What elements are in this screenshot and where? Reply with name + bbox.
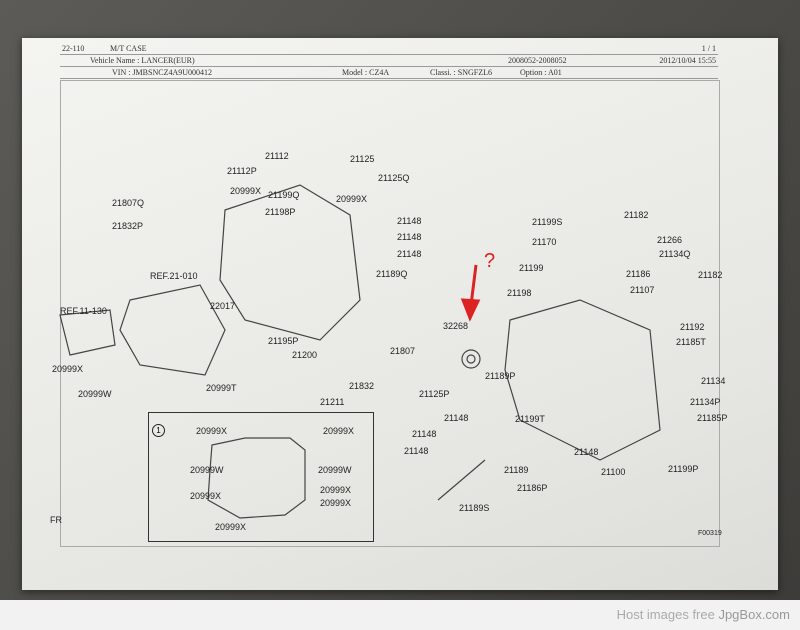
host-footer: Host images free JpgBox.com bbox=[0, 600, 800, 630]
part-label: 21199T bbox=[515, 414, 545, 424]
inset-label: 20999X bbox=[196, 426, 228, 436]
red-arrow-annotation bbox=[460, 264, 481, 322]
date-range: 2008052-2008052 bbox=[508, 56, 567, 65]
part-label: 21148 bbox=[397, 249, 422, 259]
detail-inset bbox=[148, 412, 374, 542]
part-label: 21134Q bbox=[659, 249, 691, 259]
part-label: 21807 bbox=[390, 346, 416, 356]
question-mark-annotation: ? bbox=[484, 250, 496, 272]
inset-label: 20999W bbox=[190, 465, 224, 475]
part-label: 21189S bbox=[459, 503, 490, 513]
part-label: 21200 bbox=[292, 350, 318, 360]
section-code: 22-110 bbox=[62, 44, 85, 53]
part-label: 21189P bbox=[485, 371, 516, 381]
model: Model : CZ4A bbox=[342, 68, 390, 77]
part-label: 21198 bbox=[507, 288, 532, 298]
part-label: 21148 bbox=[397, 232, 422, 242]
part-label: 21185P bbox=[697, 413, 728, 423]
part-label: 21199S bbox=[532, 217, 563, 227]
part-label: 20999T bbox=[206, 383, 237, 393]
inset-label: 20999W bbox=[318, 465, 352, 475]
inset-label: 20999X bbox=[215, 522, 247, 532]
part-label: 21125P bbox=[419, 389, 450, 399]
classification: Classi. : SNGFZL6 bbox=[430, 68, 493, 77]
part-label: 21189Q bbox=[376, 269, 408, 279]
vin: VIN : JMBSNCZ4A9U000412 bbox=[112, 68, 213, 77]
part-label: 21107 bbox=[630, 285, 655, 295]
part-label: 21148 bbox=[404, 446, 429, 456]
part-label-32268: 32268 bbox=[443, 321, 469, 331]
diagram-drawing bbox=[59, 184, 661, 519]
footer-text: Host images free bbox=[616, 607, 719, 622]
part-label: 20999W bbox=[78, 389, 112, 399]
part-label: 21182 bbox=[698, 270, 723, 280]
part-label: 21186P bbox=[517, 483, 548, 493]
oil-seal-shape bbox=[461, 349, 481, 369]
section-title: M/T CASE bbox=[110, 44, 147, 53]
part-label: 20999X bbox=[336, 194, 368, 204]
part-label: 21148 bbox=[397, 216, 422, 226]
part-label: 21192 bbox=[680, 322, 705, 332]
part-label: 21211 bbox=[320, 397, 345, 407]
part-label: 21148 bbox=[444, 413, 469, 423]
part-label: 21100 bbox=[601, 467, 626, 477]
front-direction-label: FR bbox=[50, 515, 62, 525]
shift-rod-shape bbox=[437, 459, 486, 501]
part-label: 21112P bbox=[227, 166, 257, 176]
part-label: 20999X bbox=[230, 186, 262, 196]
reference-label: REF.11-130 bbox=[60, 306, 107, 316]
part-label: 21134 bbox=[701, 376, 726, 386]
page-number: 1 / 1 bbox=[701, 44, 716, 53]
part-label: 21148 bbox=[574, 447, 599, 457]
part-label: 21170 bbox=[532, 237, 557, 247]
part-label: 20999X bbox=[52, 364, 84, 374]
part-label: 21125Q bbox=[378, 173, 410, 183]
part-label: 21832P bbox=[112, 221, 144, 231]
part-label: 21266 bbox=[657, 235, 683, 245]
part-label: 21134P bbox=[690, 397, 721, 407]
sheet-header: 22-110 M/T CASE 1 / 1 Vehicle Name : LANCE… bbox=[60, 43, 718, 79]
part-label: 21832 bbox=[349, 381, 375, 391]
part-label: 21125 bbox=[350, 154, 375, 164]
inset-gasket-shape bbox=[207, 437, 306, 519]
part-label: 21807Q bbox=[112, 198, 145, 208]
inset-number-badge: 1 bbox=[152, 424, 165, 437]
part-label: 21185T bbox=[676, 337, 706, 347]
diagram-frame bbox=[60, 80, 720, 547]
clutch-housing-shape bbox=[219, 184, 361, 341]
part-label: 21148 bbox=[412, 429, 437, 439]
part-label: 21195P bbox=[268, 336, 299, 346]
part-label: 21199Q bbox=[268, 190, 300, 200]
part-label: 21186 bbox=[626, 269, 651, 279]
print-date: 2012/10/04 15:55 bbox=[659, 56, 716, 65]
part-label: 21198P bbox=[265, 207, 296, 217]
inset-label: 20999X bbox=[323, 426, 355, 436]
part-label: 21182 bbox=[624, 210, 649, 220]
part-label: 21189 bbox=[504, 465, 529, 475]
part-label: 21199P bbox=[668, 464, 699, 474]
transmission-case-shape bbox=[504, 299, 661, 461]
inset-label: 20999X bbox=[190, 491, 222, 501]
gasket-outline bbox=[59, 309, 116, 356]
part-label: 21112 bbox=[265, 151, 289, 161]
figure-code: F00319 bbox=[698, 530, 722, 537]
part-label: 22017 bbox=[210, 301, 236, 311]
bell-housing-plate bbox=[119, 284, 226, 376]
option: Option : A01 bbox=[520, 68, 562, 77]
reference-label: REF.21-010 bbox=[150, 271, 198, 281]
inset-label: 20999X bbox=[320, 485, 352, 495]
vehicle-name: Vehicle Name : LANCER(EUR) bbox=[90, 56, 195, 65]
inset-label: 20999X bbox=[320, 498, 352, 508]
part-label: 21199 bbox=[519, 263, 544, 273]
footer-brand-link[interactable]: JpgBox.com bbox=[718, 607, 790, 622]
